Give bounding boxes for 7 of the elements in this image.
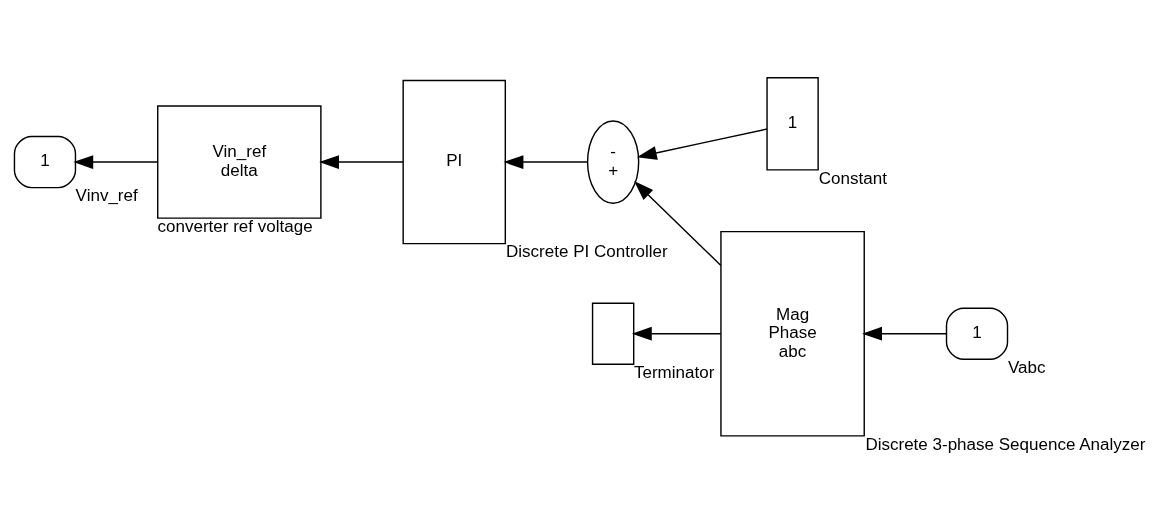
node-label: Discrete 3-phase Sequence Analyzer [865,434,1146,453]
node-label: converter ref voltage [157,216,313,236]
node-label: Discrete PI Controller [506,241,668,261]
node-label: Vabc [1007,357,1046,377]
node-label: Terminator [633,362,715,382]
node-label: Constant [818,168,887,188]
node-label: Vinv_ref [75,185,138,205]
